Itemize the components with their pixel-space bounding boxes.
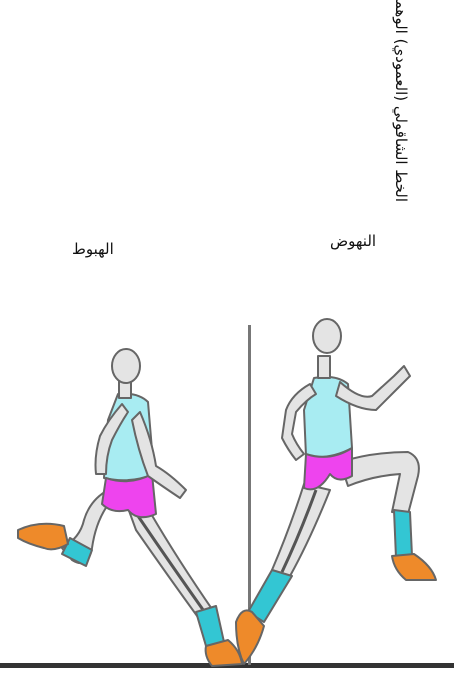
- takeoff-runner-head: [313, 319, 341, 353]
- landing-runner-front-sock: [196, 606, 224, 646]
- landing-runner-shorts: [102, 474, 156, 517]
- label-vertical-line: الخط الشاقولي (العمودي) الوهمي: [390, 2, 410, 202]
- takeoff-runner-front-shoe: [392, 554, 436, 580]
- landing-runner-back-shoe: [18, 524, 68, 550]
- landing-runner-head: [112, 349, 140, 383]
- landing-runner-front-shoe: [206, 640, 242, 666]
- takeoff-runner-front-arm: [336, 366, 410, 410]
- takeoff-runner: [236, 319, 436, 664]
- takeoff-runner-front-sock: [394, 510, 412, 558]
- label-takeoff: النهوض: [330, 232, 376, 250]
- label-landing: الهبوط: [72, 240, 114, 258]
- landing-runner: [18, 349, 242, 666]
